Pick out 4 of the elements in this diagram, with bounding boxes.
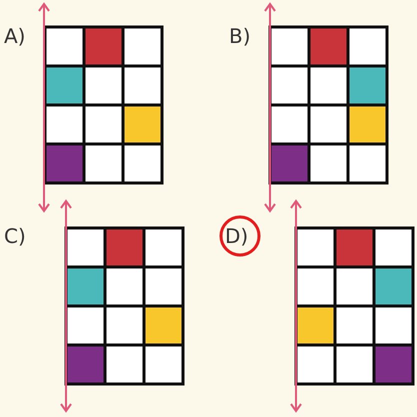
option-label: B) xyxy=(229,24,251,48)
option-label: C) xyxy=(4,224,26,248)
option-label: D) xyxy=(225,224,248,248)
option-label: A) xyxy=(4,24,26,48)
